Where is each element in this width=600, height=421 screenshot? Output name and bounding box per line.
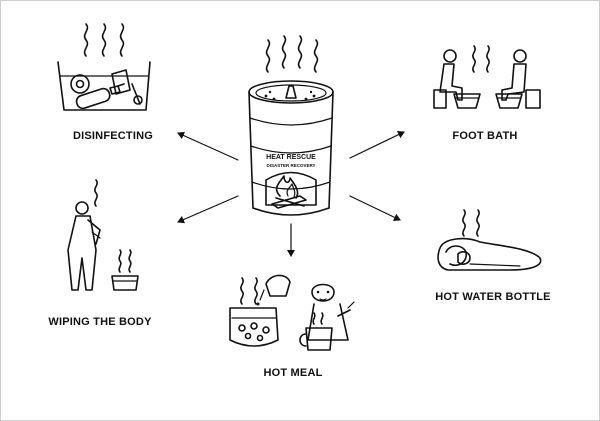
fire-icon xyxy=(271,175,307,209)
heat-drum xyxy=(248,35,334,216)
arrow-to-bottle xyxy=(349,195,401,222)
food-dots xyxy=(238,322,270,342)
disinfect-steam-icon xyxy=(83,23,125,57)
label-wiping-the-body: WIPING THE BODY xyxy=(48,316,152,328)
drum-steam-icon xyxy=(265,35,319,73)
arrows xyxy=(177,130,405,257)
wiping-body-illustration xyxy=(67,179,139,291)
hot-water-bottle-illustration xyxy=(437,209,542,271)
arrow-to-foot-bath xyxy=(349,130,405,159)
label-hot-water-bottle: HOT WATER BOTTLE xyxy=(435,291,551,303)
drum-water-dots xyxy=(264,90,316,101)
disinfecting-illustration xyxy=(57,23,151,111)
baby-bottle-icon xyxy=(75,83,125,110)
hot-meal-illustration xyxy=(229,274,355,351)
drum-subtitle: DISASTER RECOVERY xyxy=(266,163,315,168)
arrow-to-disinfecting xyxy=(177,131,239,161)
label-disinfecting: DISINFECTING xyxy=(72,130,153,142)
label-foot-bath: FOOT BATH xyxy=(452,130,518,142)
arrow-to-wiping xyxy=(177,195,239,224)
label-hot-meal: HOT MEAL xyxy=(263,367,323,379)
foot-bath-illustration xyxy=(433,45,541,109)
drum-title: HEAT RESCUE xyxy=(266,154,316,161)
